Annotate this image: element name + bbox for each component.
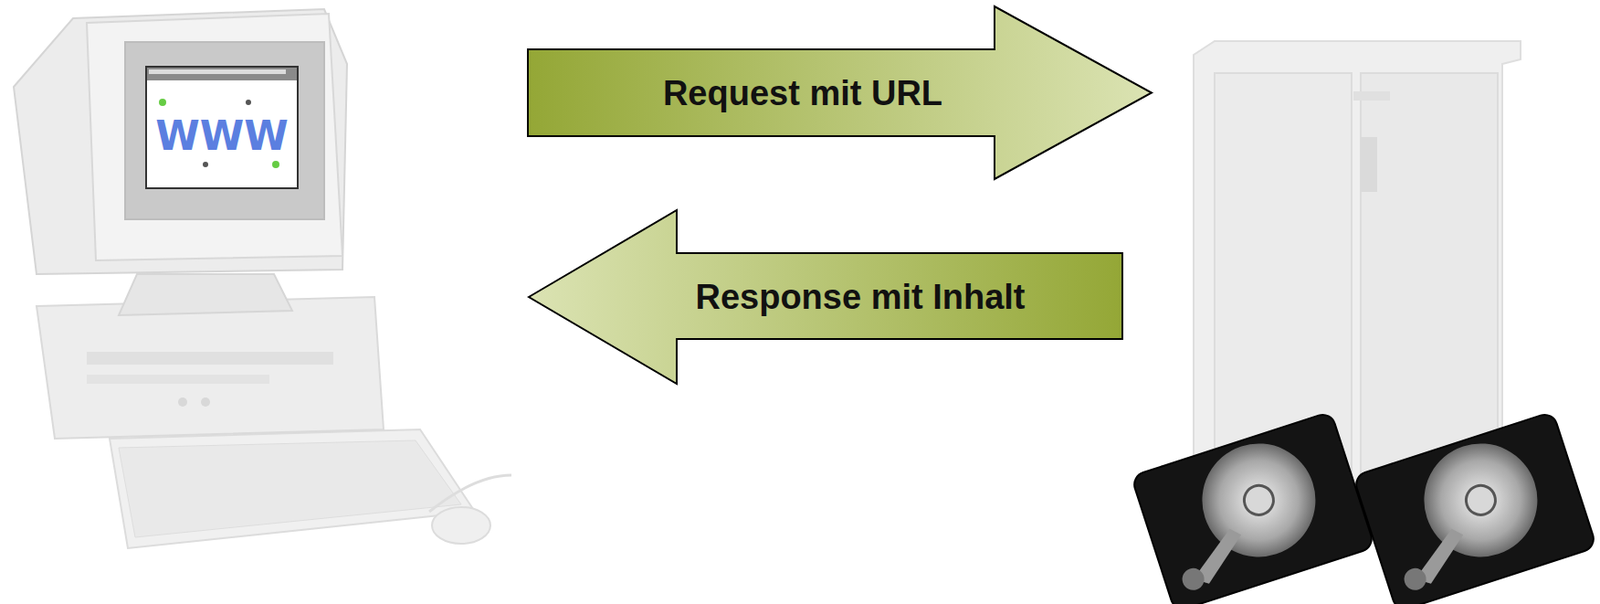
hard-drive (1353, 410, 1598, 604)
arrow-label: Response mit Inhalt (694, 277, 1025, 317)
screen-text: WWW (155, 112, 289, 159)
arrow-label: Request mit URL (663, 73, 943, 114)
computer (13, 9, 512, 548)
hard-drive (1131, 410, 1376, 604)
arrow-shape: Response mit Inhalt (527, 209, 1123, 385)
arrow-shape: Request mit URL (527, 5, 1153, 180)
